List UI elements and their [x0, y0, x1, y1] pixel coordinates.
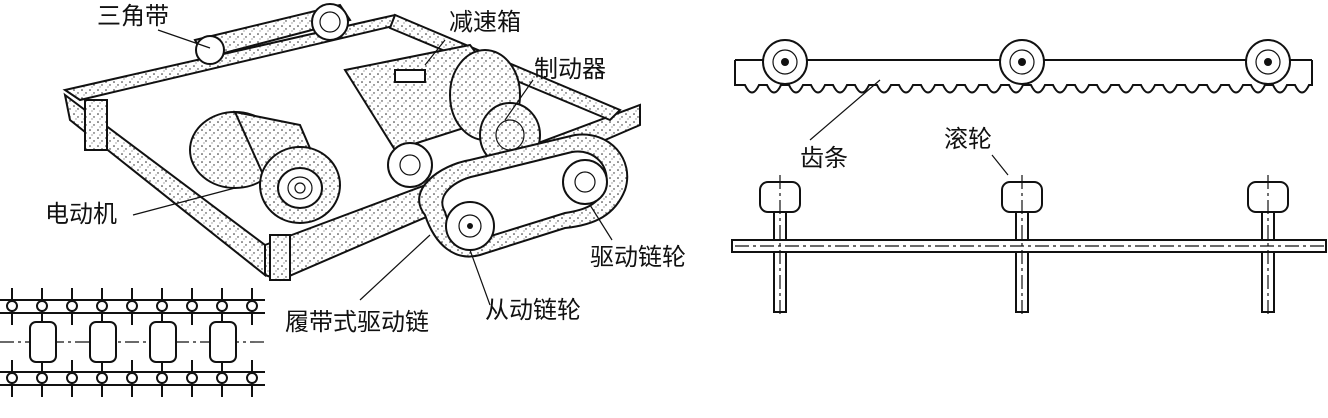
frame-leg-front [269, 234, 291, 281]
chain-pin-head [36, 300, 48, 312]
chain-pin-head [36, 372, 48, 384]
chain-pin-head [216, 372, 228, 384]
chain-pin-head [6, 300, 18, 312]
label-rack: 齿条 [800, 144, 848, 172]
reducer [343, 43, 522, 152]
chain-pin-head [126, 300, 138, 312]
chain-pin-head [126, 372, 138, 384]
frame-left-beam [63, 92, 266, 278]
label-roller: 滚轮 [944, 125, 992, 153]
chain-roller [29, 321, 57, 363]
chain-pin-head [156, 300, 168, 312]
chain-detail [0, 288, 265, 397]
chain-pin-head [66, 300, 78, 312]
label-driven-sprocket: 从动链轮 [485, 296, 581, 324]
chain-roller [149, 321, 177, 363]
label-drive-sprocket: 驱动链轮 [590, 243, 686, 271]
drive-sprocket-wheel [562, 159, 608, 205]
chain-pin-head [186, 300, 198, 312]
chain-pin-head [96, 300, 108, 312]
roller-rail-diagram [731, 154, 1327, 318]
v-belt-gear [195, 3, 349, 65]
motor [189, 110, 341, 224]
chain-pin-head [246, 300, 258, 312]
drive-unit-illustration [62, 3, 641, 306]
rack-diagram [734, 39, 1313, 141]
rack-roller-pin [1264, 58, 1272, 66]
rack-roller-hub [1255, 49, 1281, 75]
label-track-chain: 履带式驱动链 [285, 308, 429, 336]
rack-roller-pin [781, 58, 789, 66]
rack-roller-hub [772, 49, 798, 75]
chain-pin-head [6, 372, 18, 384]
label-v-belt: 三角带 [97, 2, 169, 30]
rack-roller-pin [1018, 58, 1026, 66]
chain-pin-head [216, 300, 228, 312]
chain-pin-head [66, 372, 78, 384]
chain-pin-head [156, 372, 168, 384]
intermediate-gear [387, 142, 433, 188]
label-reducer: 减速箱 [449, 8, 521, 36]
track-drive-chain [418, 133, 629, 258]
chain-roller [209, 321, 237, 363]
chain-pin-head [246, 372, 258, 384]
label-brake: 制动器 [534, 55, 606, 83]
frame-leg [84, 99, 108, 151]
label-motor: 电动机 [45, 200, 117, 228]
chain-pin-head [186, 372, 198, 384]
chain-roller [89, 321, 117, 363]
chain-pin-head [96, 372, 108, 384]
leader-lines [132, 29, 613, 306]
rack-roller-hub [1009, 49, 1035, 75]
